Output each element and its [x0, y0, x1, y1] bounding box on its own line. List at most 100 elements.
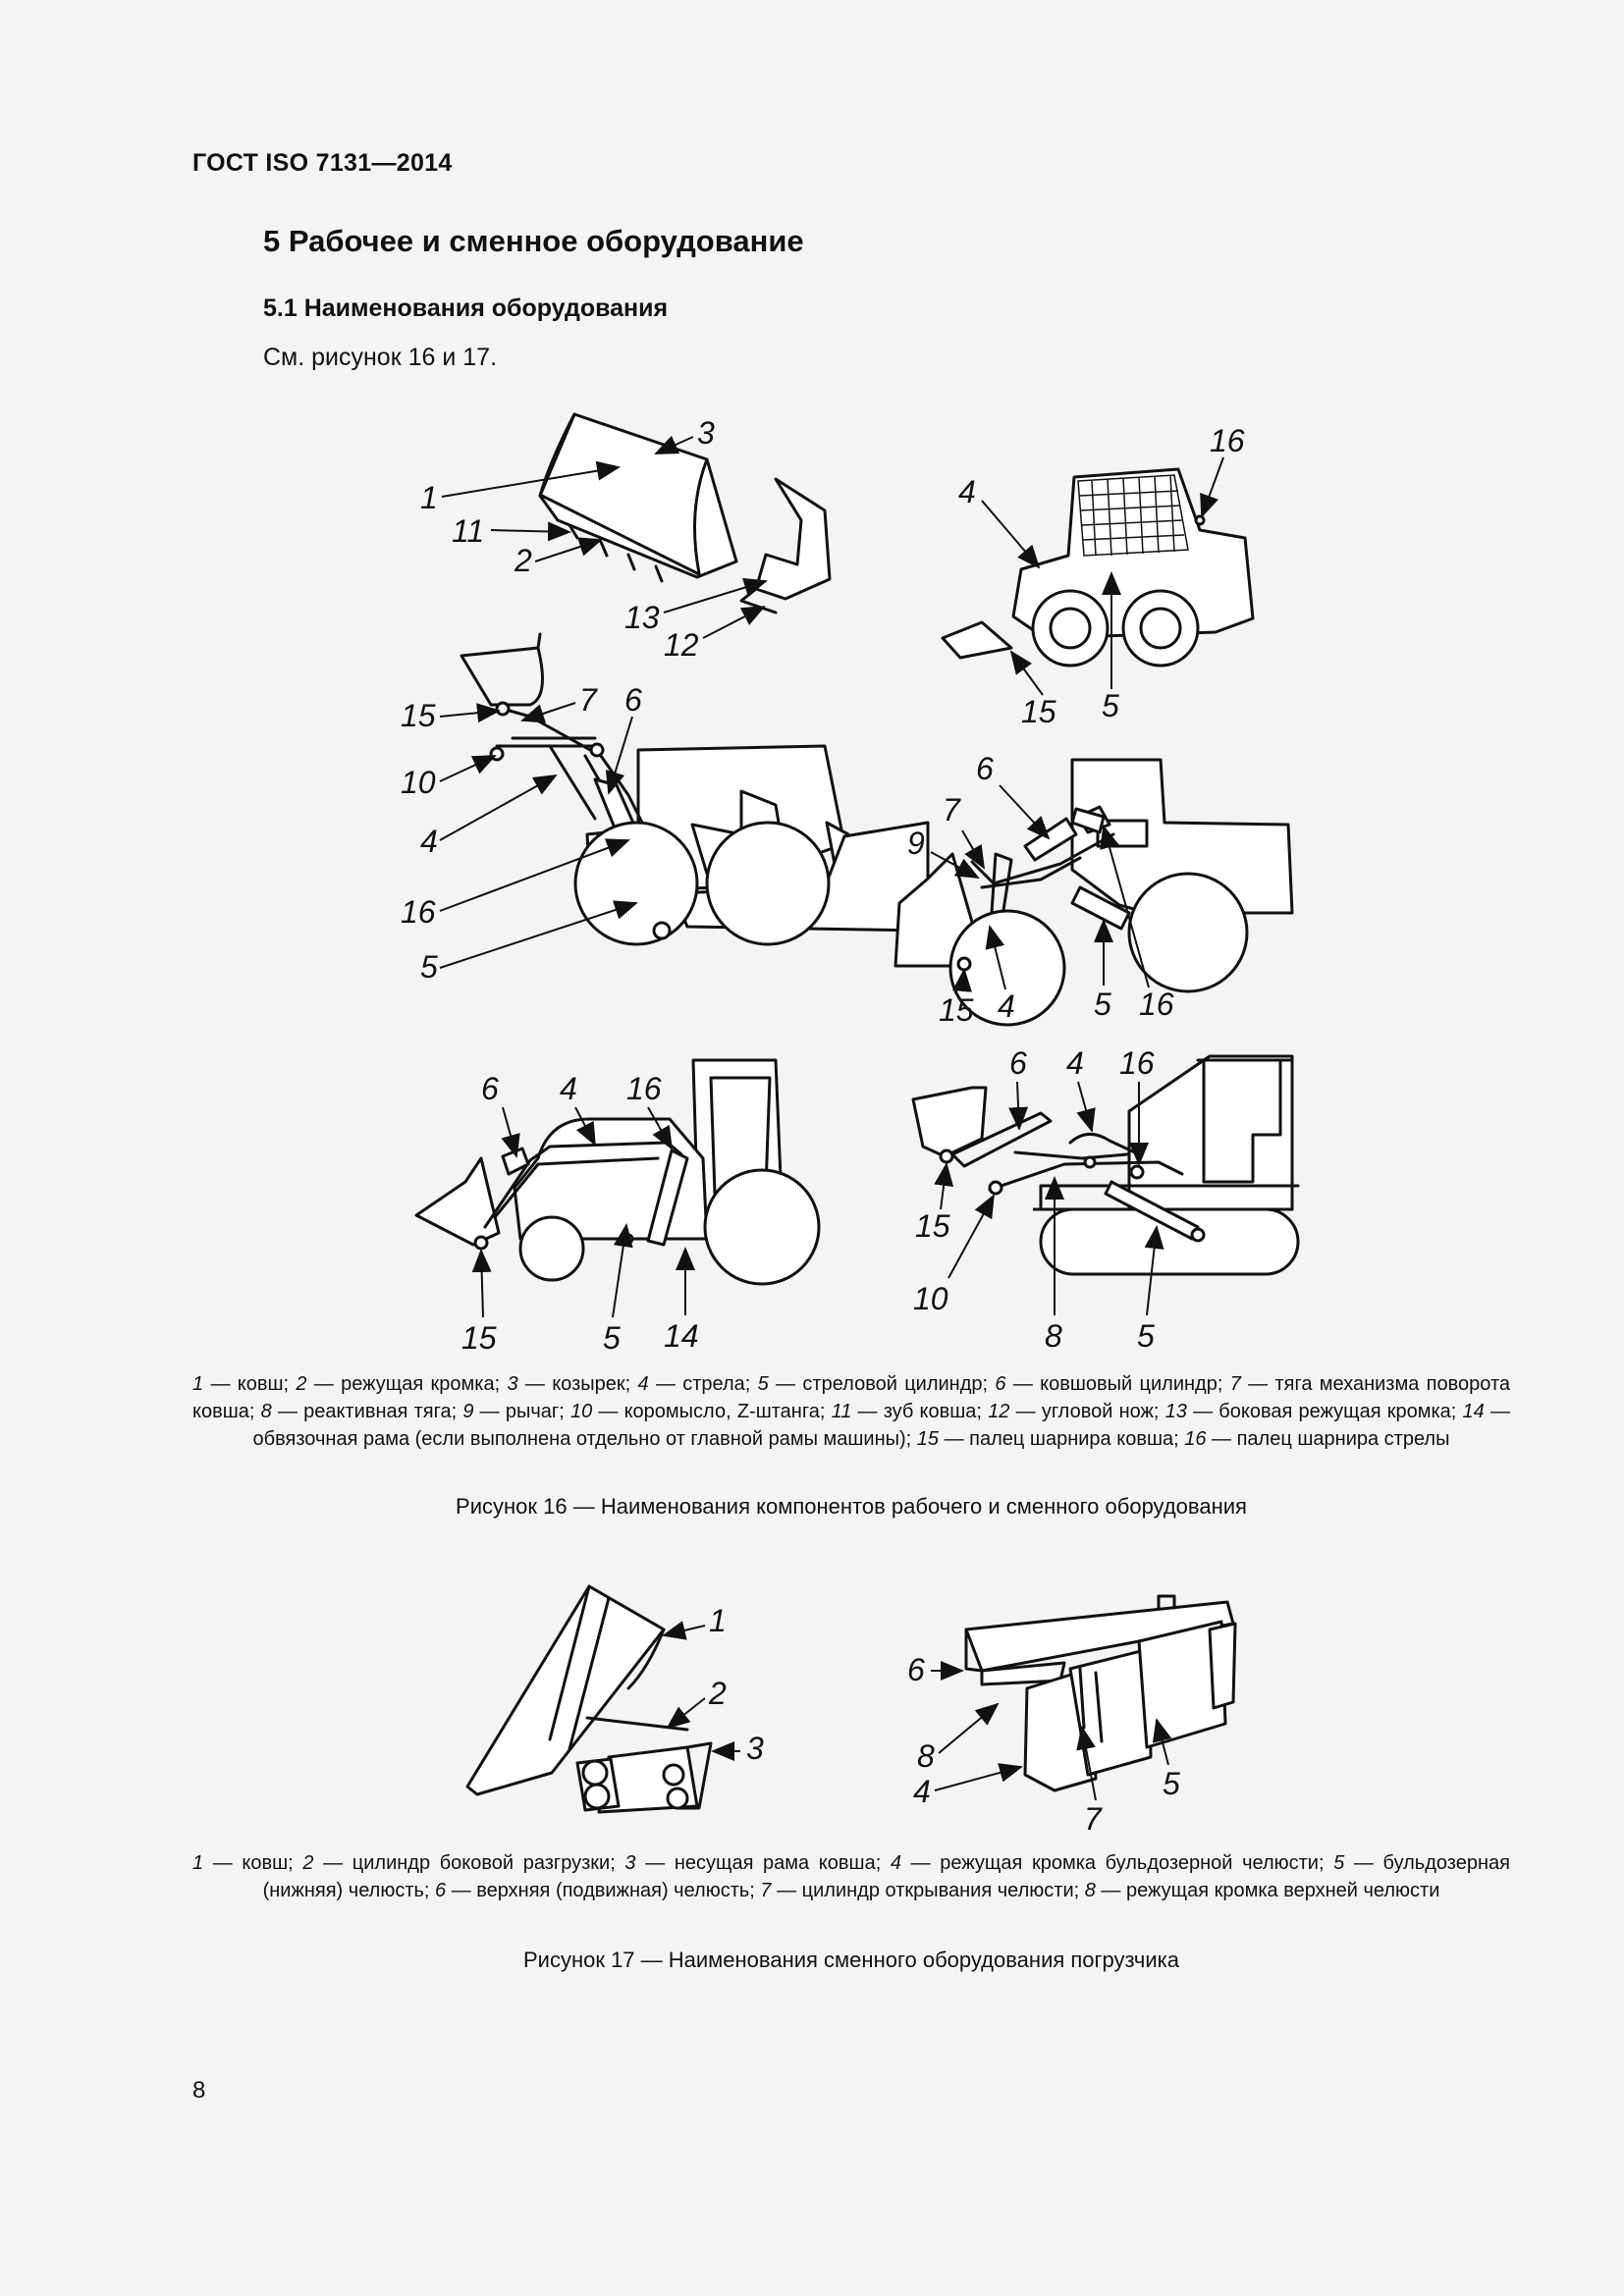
- legend16-t-12: — угловой нож;: [1009, 1401, 1165, 1422]
- loader-right-drawing: [893, 758, 1294, 1027]
- loader-left-labels: 15 7 6 10 4 16 5: [401, 682, 642, 985]
- legend17-n-8: 8: [1084, 1880, 1096, 1901]
- legend16-n-11: 11: [831, 1401, 852, 1422]
- label-ll-7: 7: [579, 682, 598, 718]
- legend16-t-13: — боковая режущая кромка;: [1186, 1401, 1463, 1422]
- label-sd-2: 2: [708, 1676, 727, 1711]
- legend16-t-5: — стреловой цилиндр;: [768, 1373, 996, 1395]
- legend16-t-7: — тяга механизма поворота ковша;: [192, 1373, 1511, 1422]
- legend16-t-4: — стрела;: [648, 1373, 758, 1395]
- legend16-n-9: 9: [462, 1401, 474, 1422]
- label-sd-3: 3: [746, 1731, 764, 1766]
- legend17-n-2: 2: [302, 1852, 314, 1874]
- section-heading: 5 Рабочее и сменное оборудование: [263, 224, 804, 258]
- label-bf-5: 5: [603, 1320, 621, 1356]
- figure-16-legend: 1 — ковш; 2 — режущая кромка; 3 — козыре…: [192, 1370, 1510, 1453]
- legend17-n-5: 5: [1333, 1852, 1345, 1874]
- legend16-t-2: — режущая кромка;: [306, 1373, 508, 1395]
- label-sd-1: 1: [709, 1603, 727, 1638]
- page-number: 8: [192, 2077, 206, 2104]
- legend16-n-5: 5: [757, 1373, 769, 1395]
- loader-right-labels: 6 7 9 15 4 5 16: [907, 751, 1174, 1028]
- crawler-labels: 6 4 16 15 10 8 5: [913, 1045, 1164, 1354]
- label-mp-5: 5: [1163, 1766, 1180, 1801]
- legend16-t-14: — обвязочная рама (если выполнена отдель…: [252, 1401, 1510, 1450]
- label-bf-14: 14: [664, 1318, 699, 1354]
- figure-16: 3 1 11 2 13 12 4 16 15 5: [401, 412, 1300, 1356]
- label-mp-7: 7: [1084, 1801, 1103, 1837]
- label-bf-16: 16: [626, 1071, 662, 1106]
- label-bf-4: 4: [560, 1071, 577, 1106]
- label-skid-16: 16: [1210, 423, 1245, 458]
- skid-steer-drawing: [941, 467, 1255, 667]
- legend17-t-3: — несущая рама ковша;: [635, 1852, 891, 1874]
- label-ll-10: 10: [401, 765, 436, 800]
- figure-16-caption: Рисунок 16 — Наименования компонентов ра…: [456, 1494, 1247, 1519]
- legend16-t-10: — коромысло, Z-штанга;: [592, 1401, 832, 1422]
- label-lr-6: 6: [976, 751, 994, 786]
- legend16-n-4: 4: [637, 1373, 649, 1395]
- label-cr-16: 16: [1119, 1045, 1155, 1081]
- label-cr-5: 5: [1137, 1318, 1155, 1354]
- legend17-t-5: — бульдозерная (нижняя) челюсть;: [262, 1852, 1510, 1901]
- legend17-t-7: — цилиндр открывания челюсти;: [771, 1880, 1085, 1901]
- label-cr-4: 4: [1066, 1045, 1084, 1081]
- legend16-n-2: 2: [296, 1373, 307, 1395]
- legend16-t-8: — реактивная тяга;: [271, 1401, 463, 1422]
- legend17-t-6: — верхняя (подвижная) челюсть;: [446, 1880, 761, 1901]
- bucket-drawing: [538, 412, 832, 614]
- legend16-n-13: 13: [1164, 1401, 1187, 1422]
- skid-steer-labels: 4 16 15 5: [958, 423, 1245, 729]
- legend16-n-3: 3: [507, 1373, 518, 1395]
- label-lr-5: 5: [1094, 987, 1111, 1022]
- legend16-t-9: — рычаг;: [473, 1401, 570, 1422]
- multi-purpose-bucket-drawing: [964, 1594, 1237, 1792]
- figure-17-caption: Рисунок 17 — Наименования сменного обору…: [522, 1948, 1179, 1972]
- label-bf-6: 6: [481, 1071, 499, 1106]
- multi-purpose-labels: 6 8 4 7 5: [907, 1652, 1180, 1837]
- figure-17: 1 2 3 6 8 4 7 5: [465, 1584, 1237, 1837]
- legend16-n-10: 10: [569, 1401, 593, 1422]
- label-ll-15: 15: [401, 698, 436, 733]
- label-bucket-13: 13: [624, 600, 660, 635]
- label-lr-9: 9: [907, 826, 925, 861]
- label-mp-6: 6: [907, 1652, 925, 1687]
- label-mp-8: 8: [917, 1738, 935, 1774]
- label-lr-16: 16: [1139, 987, 1174, 1022]
- label-ll-6: 6: [624, 682, 642, 718]
- label-cr-10: 10: [913, 1281, 948, 1316]
- side-dump-labels: 1 2 3: [662, 1603, 764, 1766]
- label-skid-4: 4: [958, 474, 976, 509]
- bucket-labels: 3 1 11 2 13 12: [420, 415, 768, 663]
- legend17-n-3: 3: [624, 1852, 636, 1874]
- label-cr-6: 6: [1009, 1045, 1027, 1081]
- legend16-t-3: — козырек;: [517, 1373, 638, 1395]
- legend16-n-16: 16: [1184, 1428, 1207, 1450]
- legend17-n-7: 7: [760, 1880, 772, 1901]
- legend16-t-15: — палец шарнира ковша;: [939, 1428, 1185, 1450]
- label-lr-4: 4: [998, 988, 1015, 1024]
- standard-header: ГОСТ ISO 7131—2014: [192, 149, 453, 177]
- label-bucket-1: 1: [420, 480, 438, 515]
- label-skid-5: 5: [1102, 688, 1119, 723]
- label-bucket-2: 2: [514, 543, 532, 578]
- label-cr-8: 8: [1045, 1318, 1062, 1354]
- label-lr-7: 7: [943, 792, 961, 828]
- label-mp-4: 4: [913, 1774, 931, 1809]
- legend16-n-6: 6: [995, 1373, 1006, 1395]
- legend16-t-6: — ковшовый цилиндр;: [1005, 1373, 1230, 1395]
- label-skid-15: 15: [1021, 694, 1056, 729]
- legend16-n-1: 1: [192, 1373, 204, 1395]
- legend16-t-11: — зуб ковша;: [851, 1401, 989, 1422]
- legend17-n-6: 6: [435, 1880, 447, 1901]
- label-ll-4: 4: [420, 824, 438, 859]
- legend17-n-1: 1: [192, 1852, 204, 1874]
- legend17-t-1: — ковш;: [203, 1852, 303, 1874]
- label-bf-15: 15: [461, 1320, 497, 1356]
- figure-17-legend: 1 — ковш; 2 — цилиндр боковой разгрузки;…: [192, 1849, 1510, 1904]
- legend16-n-8: 8: [260, 1401, 272, 1422]
- label-ll-5: 5: [420, 949, 438, 985]
- legend17-t-4: — режущая кромка бульдозерной челюсти;: [901, 1852, 1334, 1874]
- label-cr-15: 15: [915, 1208, 950, 1244]
- legend17-t-8: — режущая кромка верхней челюсти: [1095, 1880, 1440, 1901]
